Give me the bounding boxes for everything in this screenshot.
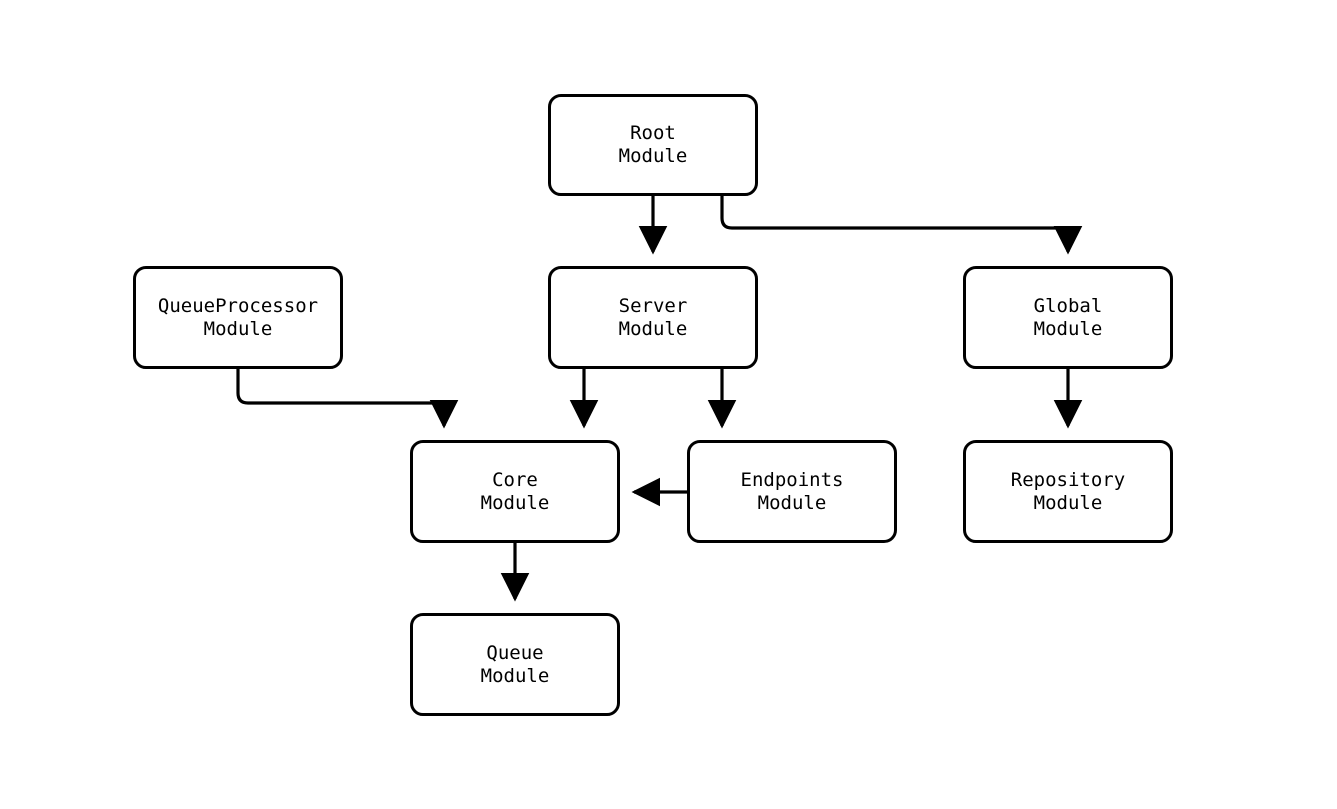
node-endpoints-label: Endpoints Module — [740, 468, 844, 514]
node-queueprocessor-label: QueueProcessor Module — [157, 294, 319, 340]
node-endpoints[interactable]: Endpoints Module — [687, 440, 897, 543]
node-queue-label: Queue Module — [480, 641, 550, 687]
node-queueprocessor[interactable]: QueueProcessor Module — [133, 266, 343, 369]
edge-queueprocessor-to-core — [236, 369, 459, 429]
edge-root-to-global — [720, 196, 1083, 255]
node-core[interactable]: Core Module — [410, 440, 620, 543]
node-core-label: Core Module — [480, 468, 550, 514]
node-repository-label: Repository Module — [1010, 468, 1126, 514]
node-root-label: Root Module — [618, 122, 688, 167]
node-global[interactable]: Global Module — [963, 266, 1173, 369]
node-queue[interactable]: Queue Module — [410, 613, 620, 716]
node-root[interactable]: Root Module — [548, 94, 758, 196]
node-global-label: Global Module — [1033, 294, 1103, 340]
node-server[interactable]: Server Module — [548, 266, 758, 369]
node-repository[interactable]: Repository Module — [963, 440, 1173, 543]
node-server-label: Server Module — [618, 294, 688, 340]
